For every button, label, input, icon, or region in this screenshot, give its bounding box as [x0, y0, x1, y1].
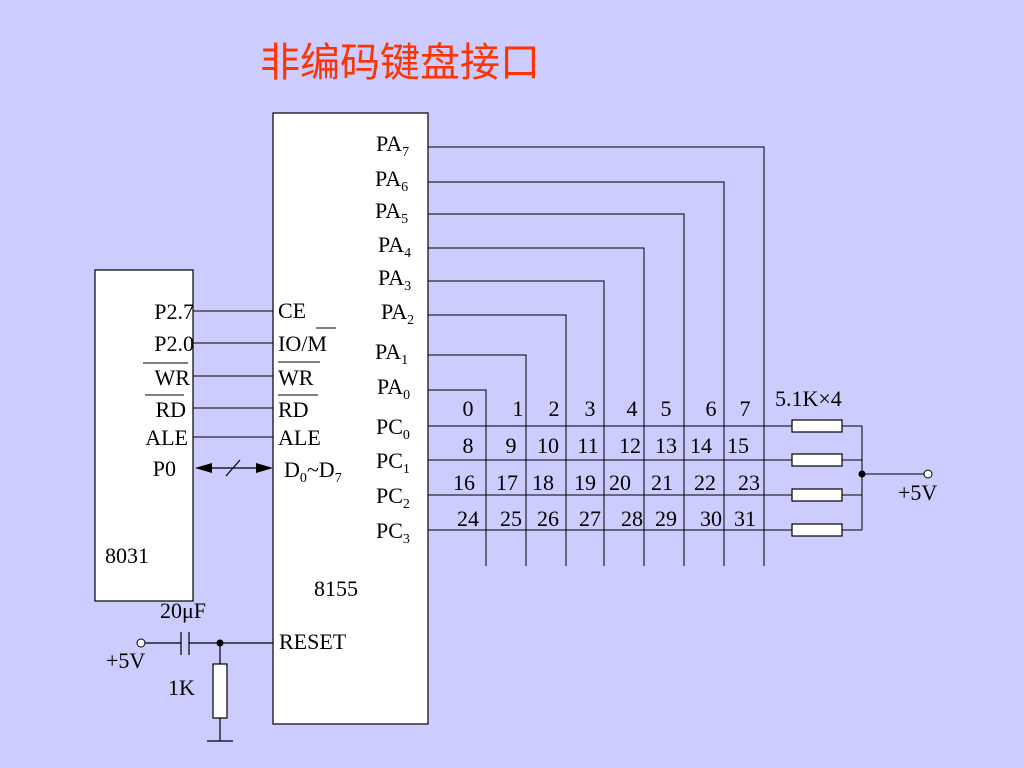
terminal-vcc-right [923, 469, 933, 479]
key-label: 19 [574, 470, 596, 495]
key-label: 17 [496, 470, 518, 495]
pin-8031-p27: P2.7 [154, 299, 194, 324]
wire-pa1 [428, 354, 527, 566]
pin-8155-iom: IO/M [278, 331, 327, 356]
key-label: 14 [690, 433, 712, 458]
key-label: 3 [585, 396, 596, 421]
key-label: 11 [577, 433, 598, 458]
terminal-vcc-left [136, 638, 146, 648]
wire-pa3 [428, 280, 605, 566]
key-label: 13 [655, 433, 677, 458]
resistor-1k [212, 663, 228, 719]
key-label: 26 [537, 506, 559, 531]
key-label: 30 [700, 506, 722, 531]
pin-8031-rd: RD [155, 397, 186, 422]
data-bus-arrow [195, 459, 273, 477]
resistor-array-label: 5.1K×4 [775, 386, 842, 411]
vcc-right-label: +5V [898, 480, 937, 505]
chip-8155-box [272, 112, 429, 725]
pin-8155-pa5: PA5 [375, 198, 408, 227]
key-label: 1 [513, 396, 524, 421]
pin-8155-pa1: PA1 [375, 339, 408, 368]
wire-pa0 [428, 389, 487, 566]
pin-8155-pc1: PC1 [376, 448, 410, 477]
pin-8155-rd: RD [278, 397, 309, 422]
key-label: 2 [549, 396, 560, 421]
pullup-resistor [791, 453, 843, 467]
junction-pullup [858, 470, 866, 478]
pin-8031-p20: P2.0 [154, 331, 194, 356]
pin-8155-pa2: PA2 [381, 299, 414, 328]
pin-8155-ce: CE [278, 298, 306, 323]
key-label: 28 [621, 506, 643, 531]
vcc-left-label: +5V [106, 648, 145, 673]
key-label: 9 [506, 433, 517, 458]
key-label: 18 [532, 470, 554, 495]
pin-8155-pc2: PC2 [376, 483, 410, 512]
pin-8155-pa0: PA0 [377, 374, 410, 403]
key-label: 31 [734, 506, 756, 531]
key-label: 10 [537, 433, 559, 458]
key-label: 16 [453, 470, 475, 495]
wire-pa5 [428, 213, 685, 566]
pin-8031-wr: WR [155, 365, 191, 390]
key-label: 6 [706, 396, 717, 421]
key-label: 8 [463, 433, 474, 458]
pullup-resistor [791, 419, 843, 433]
pin-8155-pa7: PA7 [376, 131, 409, 160]
chip-8155-label: 8155 [314, 576, 358, 601]
key-label: 4 [627, 396, 638, 421]
chip-8031-label: 8031 [105, 543, 149, 568]
wire-pa7 [428, 146, 765, 566]
key-label: 12 [619, 433, 641, 458]
pin-8031-p0: P0 [153, 456, 176, 481]
key-label: 24 [457, 506, 479, 531]
key-label: 5 [661, 396, 672, 421]
key-label: 27 [579, 506, 601, 531]
key-label: 23 [738, 470, 760, 495]
key-label: 20 [609, 470, 631, 495]
key-label: 7 [740, 396, 751, 421]
key-label: 22 [694, 470, 716, 495]
pin-8155-wr: WR [278, 365, 314, 390]
pin-8155-bus: D0~D7 [284, 457, 342, 486]
pin-8155-pa3: PA3 [378, 265, 411, 294]
pin-8031-ale: ALE [145, 425, 188, 450]
pin-8155-pc3: PC3 [376, 518, 410, 547]
chip-8031-box [94, 269, 194, 602]
key-label: 29 [655, 506, 677, 531]
pin-8155-pa4: PA4 [378, 232, 411, 261]
pullup-resistor [791, 523, 843, 537]
pin-8155-reset: RESET [279, 629, 347, 654]
page-title: 非编码键盘接口 [260, 40, 540, 86]
key-label: 0 [463, 396, 474, 421]
pin-8155-pc0: PC0 [376, 414, 410, 443]
junction-reset [216, 639, 224, 647]
pin-8155-pa6: PA6 [375, 166, 408, 195]
capacitor-label: 20μF [160, 598, 206, 623]
pullup-resistor [791, 488, 843, 502]
wire-pa2 [428, 314, 567, 566]
resistor-1k-label: 1K [168, 675, 195, 700]
key-label: 25 [500, 506, 522, 531]
pin-8155-ale: ALE [278, 425, 321, 450]
key-label: 15 [727, 433, 749, 458]
wire-pa6 [428, 181, 725, 566]
key-label: 21 [651, 470, 673, 495]
